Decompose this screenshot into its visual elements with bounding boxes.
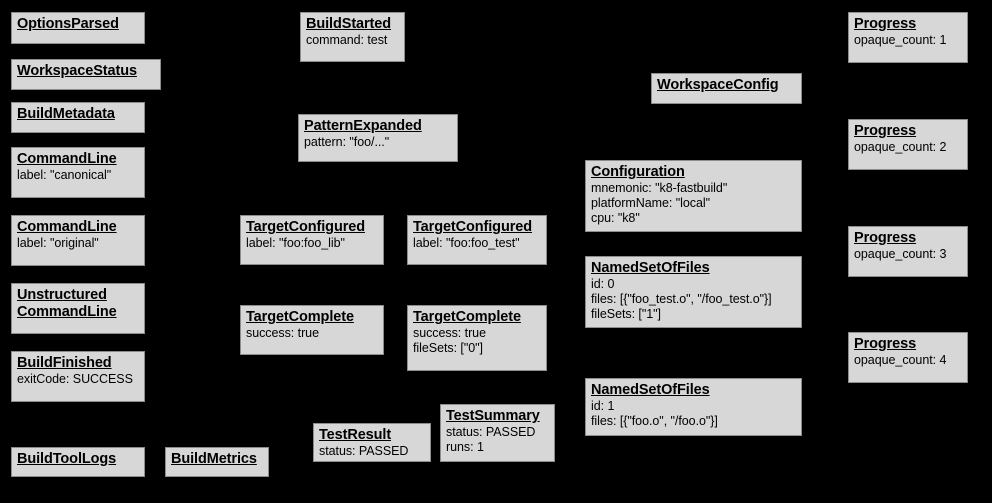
event-node-fields: label: "canonical"	[17, 168, 139, 183]
event-node-options-parsed[interactable]: OptionsParsed	[11, 12, 145, 44]
event-node-title: WorkspaceStatus	[17, 63, 137, 79]
event-node-workspace-status[interactable]: WorkspaceStatus	[11, 59, 161, 90]
event-node-build-metadata[interactable]: BuildMetadata	[11, 102, 145, 133]
event-node-field: opaque_count: 3	[854, 247, 947, 261]
event-node-title: Progress	[854, 16, 917, 32]
event-node-field: label: "canonical"	[17, 168, 112, 182]
event-node-title: BuildMetrics	[171, 451, 257, 467]
event-node-fields: status: PASSED	[319, 444, 425, 459]
event-node-fields: opaque_count: 2	[854, 140, 962, 155]
event-node-title: BuildMetadata	[17, 106, 115, 122]
event-node-field: id: 0	[591, 277, 615, 291]
event-node-title: TestResult	[319, 427, 392, 443]
event-node-field: opaque_count: 2	[854, 140, 947, 154]
event-node-title: NamedSetOfFiles	[591, 260, 710, 276]
event-node-title: WorkspaceConfig	[657, 77, 779, 93]
event-node-title: TargetConfigured	[246, 219, 365, 235]
event-node-fields: opaque_count: 3	[854, 247, 962, 262]
event-node-field: exitCode: SUCCESS	[17, 372, 133, 386]
event-node-field: id: 1	[591, 399, 615, 413]
event-node-fields: exitCode: SUCCESS	[17, 372, 139, 387]
event-node-field: label: "foo:foo_lib"	[246, 236, 345, 250]
event-node-field: label: "original"	[17, 236, 99, 250]
event-node-fields: opaque_count: 4	[854, 353, 962, 368]
event-node-title: TargetComplete	[413, 309, 521, 325]
event-node-build-tool-logs[interactable]: BuildToolLogs	[11, 447, 145, 477]
event-node-field: mnemonic: "k8-fastbuild"	[591, 181, 728, 195]
event-node-title: BuildToolLogs	[17, 451, 117, 467]
event-node-title: NamedSetOfFiles	[591, 382, 710, 398]
event-node-title: PatternExpanded	[304, 118, 422, 134]
event-node-title: TestSummary	[446, 408, 540, 424]
event-node-field: pattern: "foo/..."	[304, 135, 390, 149]
event-node-title: CommandLine	[17, 151, 117, 167]
event-node-field: files: [{"foo_test.o", "/foo_test.o"}]	[591, 292, 772, 306]
event-node-title: CommandLine	[17, 219, 117, 235]
event-node-field: command: test	[306, 33, 388, 47]
event-node-fields: label: "foo:foo_test"	[413, 236, 541, 251]
event-node-title: BuildFinished	[17, 355, 112, 371]
event-node-fields: success: true	[246, 326, 378, 341]
event-node-title: Progress	[854, 230, 917, 246]
event-node-fields: mnemonic: "k8-fastbuild"platformName: "l…	[591, 181, 796, 226]
event-node-field: runs: 1	[446, 440, 484, 454]
event-node-fields: command: test	[306, 33, 399, 48]
event-node-field: cpu: "k8"	[591, 211, 640, 225]
event-node-field: fileSets: ["0"]	[413, 341, 483, 355]
event-node-title: Configuration	[591, 164, 685, 180]
event-node-field: success: true	[246, 326, 319, 340]
event-node-title: OptionsParsed	[17, 16, 119, 32]
event-node-field: status: PASSED	[446, 425, 536, 439]
event-node-fields: opaque_count: 1	[854, 33, 962, 48]
event-node-fields: pattern: "foo/..."	[304, 135, 452, 150]
event-node-unstructured-command-line[interactable]: Unstructured CommandLine	[11, 283, 145, 334]
event-node-field: files: [{"foo.o", "/foo.o"}]	[591, 414, 718, 428]
event-node-field: label: "foo:foo_test"	[413, 236, 520, 250]
event-node-title: Progress	[854, 123, 917, 139]
event-node-field: platformName: "local"	[591, 196, 710, 210]
event-node-title: TargetComplete	[246, 309, 354, 325]
event-node-field: success: true	[413, 326, 486, 340]
event-node-title: BuildStarted	[306, 16, 392, 32]
event-node-build-metrics[interactable]: BuildMetrics	[165, 447, 269, 477]
event-node-title: TargetConfigured	[413, 219, 532, 235]
event-node-field: opaque_count: 4	[854, 353, 947, 367]
event-node-title: Progress	[854, 336, 917, 352]
event-node-field: opaque_count: 1	[854, 33, 947, 47]
event-node-fields: label: "original"	[17, 236, 139, 251]
event-node-title: Unstructured CommandLine	[17, 287, 117, 320]
event-node-field: status: PASSED	[319, 444, 409, 458]
event-node-workspace-config[interactable]: WorkspaceConfig	[651, 73, 802, 104]
event-node-fields: label: "foo:foo_lib"	[246, 236, 378, 251]
event-node-field: fileSets: ["1"]	[591, 307, 661, 321]
